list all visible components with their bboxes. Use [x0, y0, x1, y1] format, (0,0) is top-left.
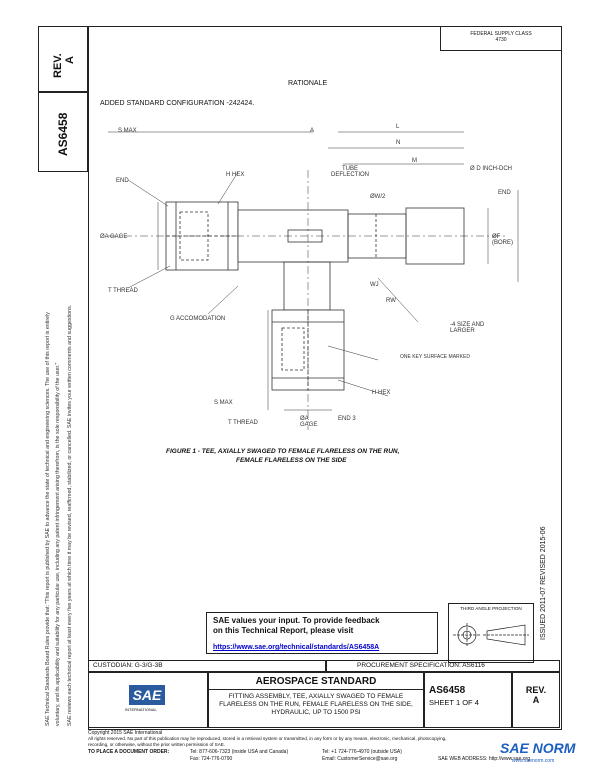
- doc-number-cell: [38, 92, 88, 172]
- label-hex: H HEX: [226, 172, 245, 178]
- third-angle-box: THIRD ANGLE PROJECTION: [448, 603, 534, 663]
- label-end-2: END 3: [338, 416, 356, 422]
- title-cell: AEROSPACE STANDARD FITTING ASSEMBLY, TEE…: [208, 672, 424, 728]
- issued-date: ISSUED 2011-07 REVISED 2015-06: [540, 526, 547, 641]
- footer-web: SAE WEB ADDRESS: http://www.sae.org: [438, 756, 530, 762]
- disclaimer-line-3: SAE reviews each technical report at lea…: [67, 304, 73, 726]
- label-g-acc: G ACCOMODATION: [170, 316, 226, 322]
- feedback-box: SAE values your input. To provide feedba…: [206, 612, 438, 654]
- aerospace-heading: AEROSPACE STANDARD: [209, 676, 423, 690]
- supply-class-line2: 4730: [495, 37, 507, 43]
- label-a: A: [310, 128, 315, 134]
- doc-number: AS6458: [429, 685, 466, 696]
- footer-tel1: Tel: 877-606-7323 (inside USA and Canada…: [190, 749, 289, 755]
- label-key-note: ONE KEY SURFACE MARKED: [400, 354, 470, 360]
- sae-logo: SAE: [129, 685, 165, 705]
- tee-fitting-drawing: [108, 131, 519, 430]
- feedback-link[interactable]: https://www.sae.org/technical/standards/…: [213, 644, 380, 651]
- figure-caption-2: FEMALE FLARELESS ON THE SIDE: [236, 457, 347, 464]
- sheet-number: SHEET 1 OF 4: [429, 698, 479, 707]
- footer-rights-2: recording, or otherwise, without the pri…: [88, 742, 226, 747]
- sae-logo-sub: INTERNATIONAL: [125, 707, 157, 712]
- label-rw: RW: [386, 298, 396, 304]
- label-tube-deflection: TUBE DEFLECTION: [330, 166, 369, 178]
- disclaimer-line-1: SAE Technical Standards Board Rules prov…: [45, 312, 51, 726]
- rationale-heading: RATIONALE: [288, 80, 328, 87]
- feedback-line-1: SAE values your input. To provide feedba…: [213, 616, 380, 625]
- title-description: FITTING ASSEMBLY, TEE, AXIALLY SWAGED TO…: [219, 693, 413, 716]
- footer-fax: Fax: 724-776-0790: [190, 756, 233, 762]
- label-end-right: END: [498, 190, 511, 196]
- left-rev-label: REV.: [52, 53, 64, 78]
- label-s-max-2: S MAX: [214, 400, 233, 406]
- feedback-line-2: on this Technical Report, please visit: [213, 626, 354, 635]
- logo-cell: SAE INTERNATIONAL: [88, 672, 208, 728]
- label-l: L: [396, 124, 400, 130]
- label-s-max: S MAX: [118, 128, 137, 134]
- label-end: END: [116, 178, 129, 184]
- label-n: N: [396, 140, 401, 146]
- left-rev-value: A: [64, 56, 76, 64]
- custodian-text: CUSTODIAN: G-3/G-3B: [93, 662, 163, 669]
- projection-symbol-icon: [453, 623, 529, 647]
- rev-value-bottom: A: [532, 695, 540, 705]
- label-df-bore: ØF (BORE): [492, 234, 513, 246]
- drawing-frame: [88, 26, 562, 730]
- supply-class-line1: FEDERAL SUPPLY CLASS: [470, 31, 532, 37]
- doc-cell: AS6458 SHEET 1 OF 4: [424, 672, 512, 728]
- label-dia-d: Ø D INCH-DCH: [470, 166, 512, 172]
- label-m: M: [412, 158, 417, 164]
- procurement-cell: PROCUREMENT SPECIFICATION: AS6116: [326, 660, 560, 672]
- rationale-text: ADDED STANDARD CONFIGURATION -242424.: [100, 100, 255, 107]
- label-t-thread-2: T THREAD: [228, 420, 258, 426]
- procurement-text: PROCUREMENT SPECIFICATION: AS6116: [357, 662, 485, 669]
- label-ga: ØA GAGE: [100, 234, 128, 240]
- figure-caption-1: FIGURE 1 - TEE, AXIALLY SWAGED TO FEMALE…: [166, 448, 400, 455]
- watermark-sub: www.saenorm.com: [512, 758, 555, 764]
- supply-class-box: FEDERAL SUPPLY CLASS 4730: [440, 26, 561, 51]
- footer-tel2: Tel: +1 724-776-4970 (outside USA): [322, 749, 402, 755]
- label-ow2: ØW/2: [370, 194, 386, 200]
- footer-email: Email: CustomerService@sae.org: [322, 756, 398, 762]
- footer-rights: All rights reserved. No part of this pub…: [88, 736, 447, 741]
- custodian-cell: CUSTODIAN: G-3/G-3B: [88, 660, 326, 672]
- rev-cell: [38, 26, 88, 92]
- label-hex-2: H HEX: [372, 390, 391, 396]
- watermark: SAE NORM: [500, 740, 576, 756]
- third-angle-label: THIRD ANGLE PROJECTION: [460, 606, 522, 611]
- label-size: -4 SIZE AND LARGER: [450, 322, 485, 334]
- label-wj: WJ: [370, 282, 379, 288]
- label-ga-2: ØA GAGE: [300, 416, 318, 428]
- disclaimer-line-2: voluntary, and its applicability and sui…: [55, 362, 61, 726]
- rev-label-bottom: REV.: [525, 685, 547, 695]
- footer-copyright: Copyright 2015 SAE International: [88, 730, 163, 736]
- left-doc-number: AS6458: [56, 112, 70, 156]
- label-tt-thread: T THREAD: [108, 288, 138, 294]
- rev-cell-bottom: REV. A: [512, 672, 560, 728]
- footer-order: TO PLACE A DOCUMENT ORDER:: [88, 749, 170, 755]
